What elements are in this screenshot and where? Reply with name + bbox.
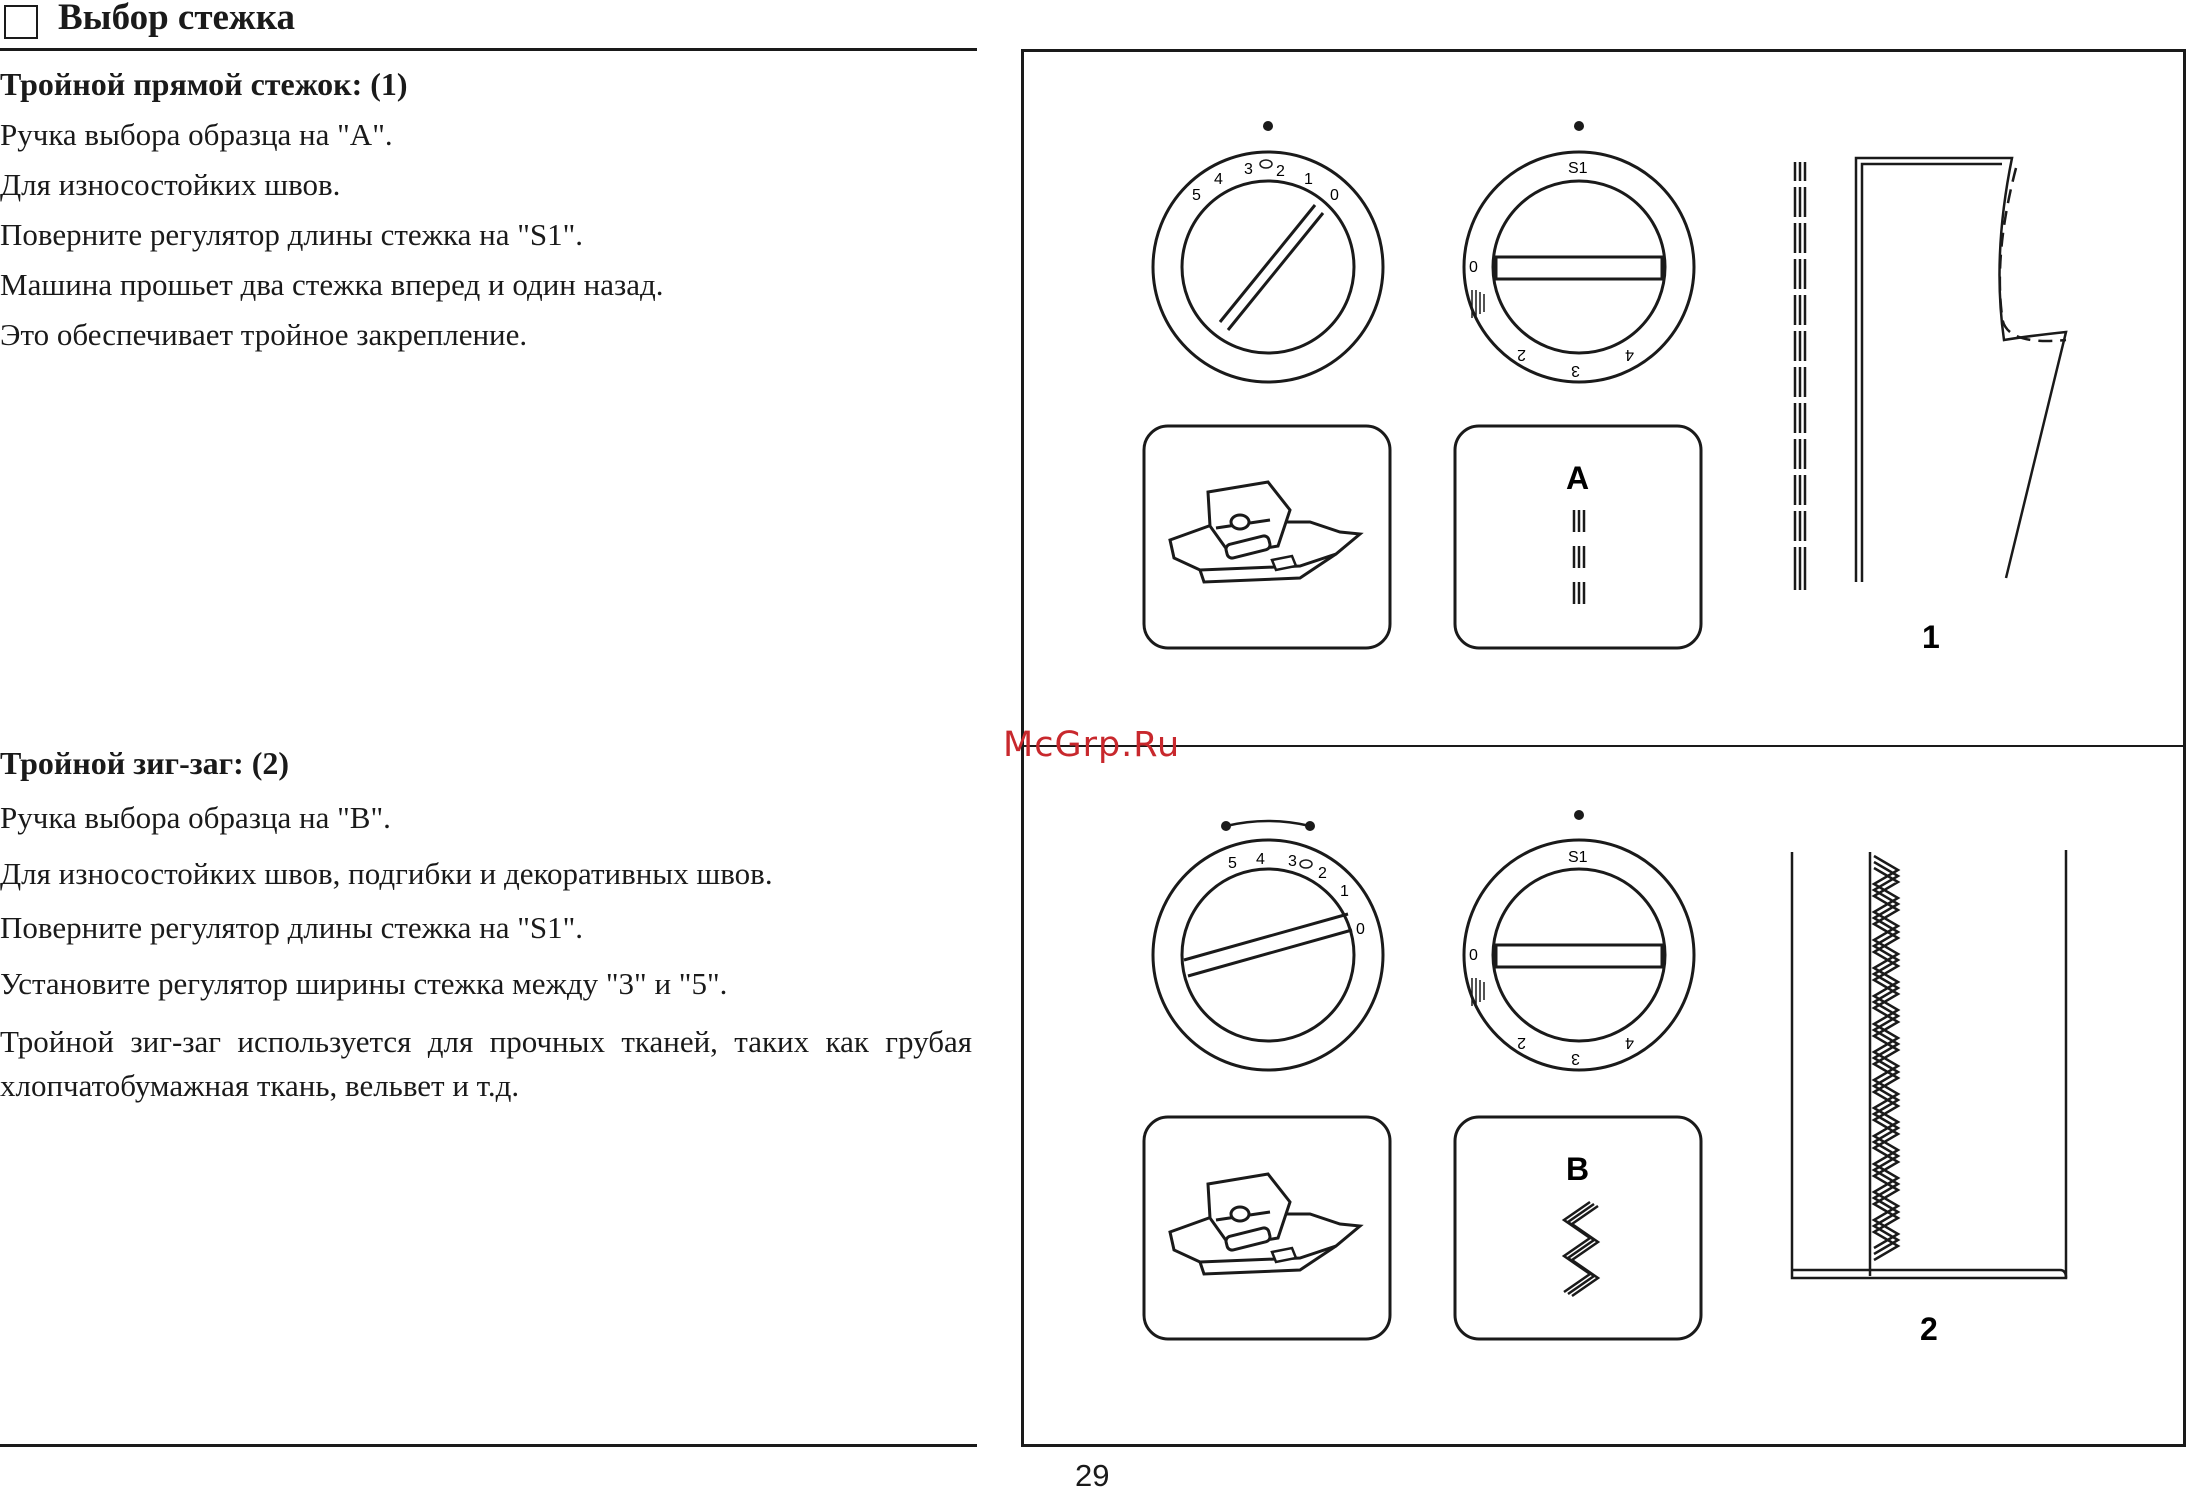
dial-number: 0 (1469, 947, 1478, 964)
page-number: 29 (1075, 1458, 1110, 1493)
section1-line: Ручка выбора образца на "A". (0, 117, 393, 152)
dial-number: 4 (1625, 1034, 1634, 1051)
section2-line: Ручка выбора образца на "B". (0, 800, 391, 835)
dial-number: 3 (1571, 1050, 1580, 1067)
fabric-outline-1 (1854, 156, 2068, 582)
dial-number: 2 (1517, 1034, 1526, 1051)
dial-number: 5 (1228, 855, 1237, 872)
section2-line: Установите регулятор ширины стежка между… (0, 966, 728, 1001)
indicator-dot (1574, 121, 1584, 131)
triple-stitch-sample-1 (1793, 162, 1807, 590)
section1-line: Для износостойких швов. (0, 167, 341, 202)
section1-line: Это обеспечивает тройное закрепление. (0, 317, 528, 352)
illustration-frame (1021, 49, 2186, 1447)
section1-line: Машина прошьет два стежка вперед и один … (0, 267, 664, 302)
triple-zigzag-sample-2 (1871, 854, 1901, 1262)
page-title: Выбор стежка (58, 0, 296, 38)
figure-number-1: 1 (1922, 619, 1940, 655)
section1-line: Поверните регулятор длины стежка на "S1"… (0, 217, 584, 252)
dial-number: 2 (1318, 865, 1327, 882)
dial-number: 2 (1517, 346, 1526, 363)
triple-straight-stitch-symbol (1572, 510, 1586, 604)
pattern-label-a: A (1566, 460, 1589, 496)
dial-number: 5 (1192, 187, 1201, 204)
section1-heading: Тройной прямой стежок: (1) (0, 66, 408, 102)
dial-number: 3 (1571, 362, 1580, 379)
watermark-text: McGrp.Ru (1003, 725, 1181, 765)
section2-line: Поверните регулятор длины стежка на "S1"… (0, 910, 584, 945)
dial-number: 0 (1469, 259, 1478, 276)
footer-rule (0, 1444, 977, 1447)
section2-heading: Тройной зиг-заг: (2) (0, 745, 290, 781)
dial-number: 0 (1356, 921, 1365, 938)
figure-number-2: 2 (1920, 1311, 1938, 1347)
pattern-label-b: B (1566, 1151, 1589, 1187)
dial-number: 1 (1304, 171, 1313, 188)
pattern-box-a (1453, 424, 1703, 650)
dial-number: 4 (1256, 851, 1265, 868)
stitch-length-dial: S1 0 2 3 4 (1462, 150, 1696, 384)
dial-number: 0 (1330, 187, 1339, 204)
header-rule (0, 48, 977, 51)
section2-paragraph: Тройной зиг-заг используется для прочных… (0, 1024, 972, 1103)
dial-label-s1: S1 (1568, 849, 1588, 866)
header-checkbox (4, 5, 38, 39)
section2-line: Для износостойких швов, подгибки и декор… (0, 856, 773, 891)
dial-number: 3 (1288, 853, 1297, 870)
stitch-width-dial: 5 4 3 2 1 0 (1151, 150, 1385, 384)
triple-zigzag-stitch-symbol (1561, 1200, 1601, 1298)
fabric-outline-2 (1790, 850, 2068, 1280)
stitch-width-dial: 5 4 3 2 1 0 (1151, 838, 1385, 1072)
dial-number: 1 (1340, 883, 1349, 900)
dial-number: 2 (1276, 163, 1285, 180)
indicator-dot (1263, 121, 1273, 131)
width-range-arc (1225, 819, 1311, 828)
dial-number: 3 (1244, 161, 1253, 178)
indicator-dot (1574, 810, 1584, 820)
dial-number: 4 (1625, 346, 1634, 363)
illustration-divider (1021, 745, 2186, 747)
dial-number: 4 (1214, 171, 1223, 188)
stitch-length-dial: S1 0 2 3 4 (1462, 838, 1696, 1072)
dial-label-s1: S1 (1568, 160, 1588, 177)
